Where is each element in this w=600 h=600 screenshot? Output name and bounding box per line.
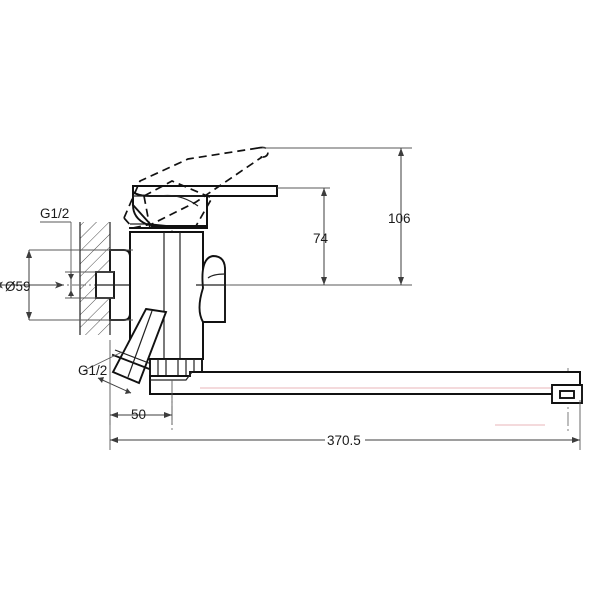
callout-thread-lower: G1/2 xyxy=(78,351,132,394)
dimension-height-74: 74 xyxy=(230,187,330,286)
dimension-label-diameter-59: Ø59 xyxy=(5,279,31,294)
diverter-knob xyxy=(196,255,226,323)
callout-label-thread-upper: G1/2 xyxy=(40,206,69,221)
callout-thread-upper: G1/2 xyxy=(40,206,72,272)
dimension-depth-50: 50 xyxy=(109,340,173,425)
lever-handle-closed xyxy=(131,185,278,229)
dimension-diameter-59: Ø59 xyxy=(0,249,133,321)
dimension-length-370-5: 370.5 xyxy=(109,400,581,450)
swivel-spout xyxy=(149,371,581,395)
dimension-thread-upper-marker xyxy=(65,271,114,299)
dimension-label-depth-50: 50 xyxy=(131,407,146,422)
shower-outlet-elbow xyxy=(111,307,168,385)
dimension-height-106: 106 xyxy=(230,147,412,286)
spout-aerator xyxy=(551,384,583,404)
callout-label-thread-lower: G1/2 xyxy=(78,363,107,378)
dimension-label-height-74: 74 xyxy=(313,231,329,246)
dimension-label-length-370-5: 370.5 xyxy=(327,433,361,448)
dimension-label-height-106: 106 xyxy=(388,211,411,226)
